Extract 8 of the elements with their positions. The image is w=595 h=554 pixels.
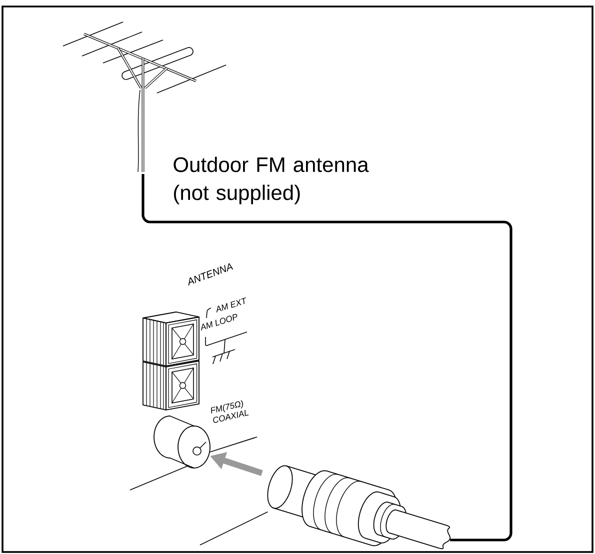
coaxial-plug — [267, 465, 451, 550]
terminal-label: AM EXT — [216, 297, 246, 313]
leader-line — [200, 512, 268, 546]
coaxial-jack — [154, 416, 210, 468]
antenna-caption: Outdoor FM antenna (not supplied) — [174, 156, 369, 204]
terminal-label: AM LOOP — [200, 314, 238, 331]
terminal-label: FM(75Ω) COAXIAL — [211, 400, 249, 423]
cable-line — [142, 174, 512, 542]
